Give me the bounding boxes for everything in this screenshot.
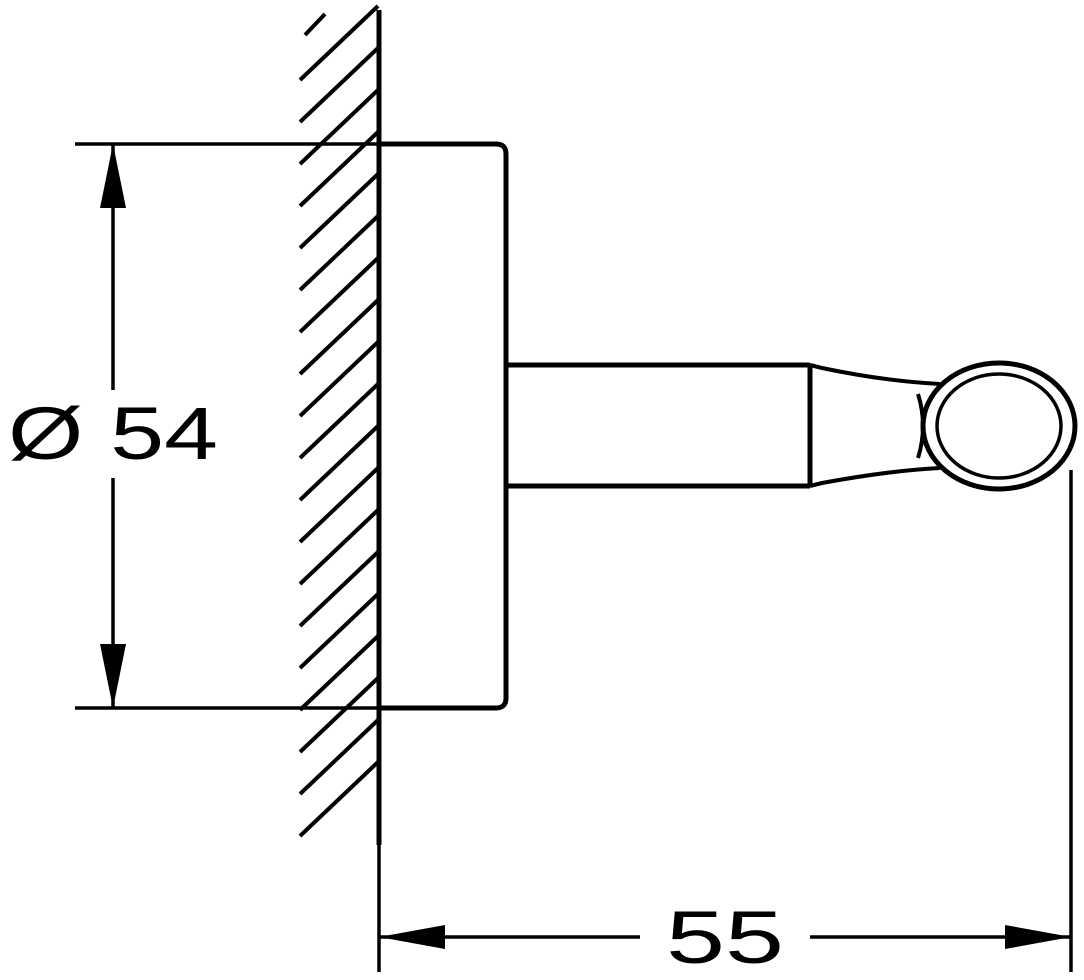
depth-arrow-left <box>379 925 445 949</box>
wall-hatching <box>298 4 380 838</box>
wall-plate <box>379 141 509 711</box>
diameter-arrow-bottom <box>100 644 126 708</box>
hook-neck <box>809 363 941 488</box>
depth-label: 55 <box>666 896 784 979</box>
hook-head <box>920 360 1078 492</box>
diameter-arrow-top <box>100 144 126 208</box>
hook-stem <box>508 362 813 489</box>
depth-arrow-right <box>1005 925 1071 949</box>
diameter-label: Ø 54 <box>8 392 218 475</box>
